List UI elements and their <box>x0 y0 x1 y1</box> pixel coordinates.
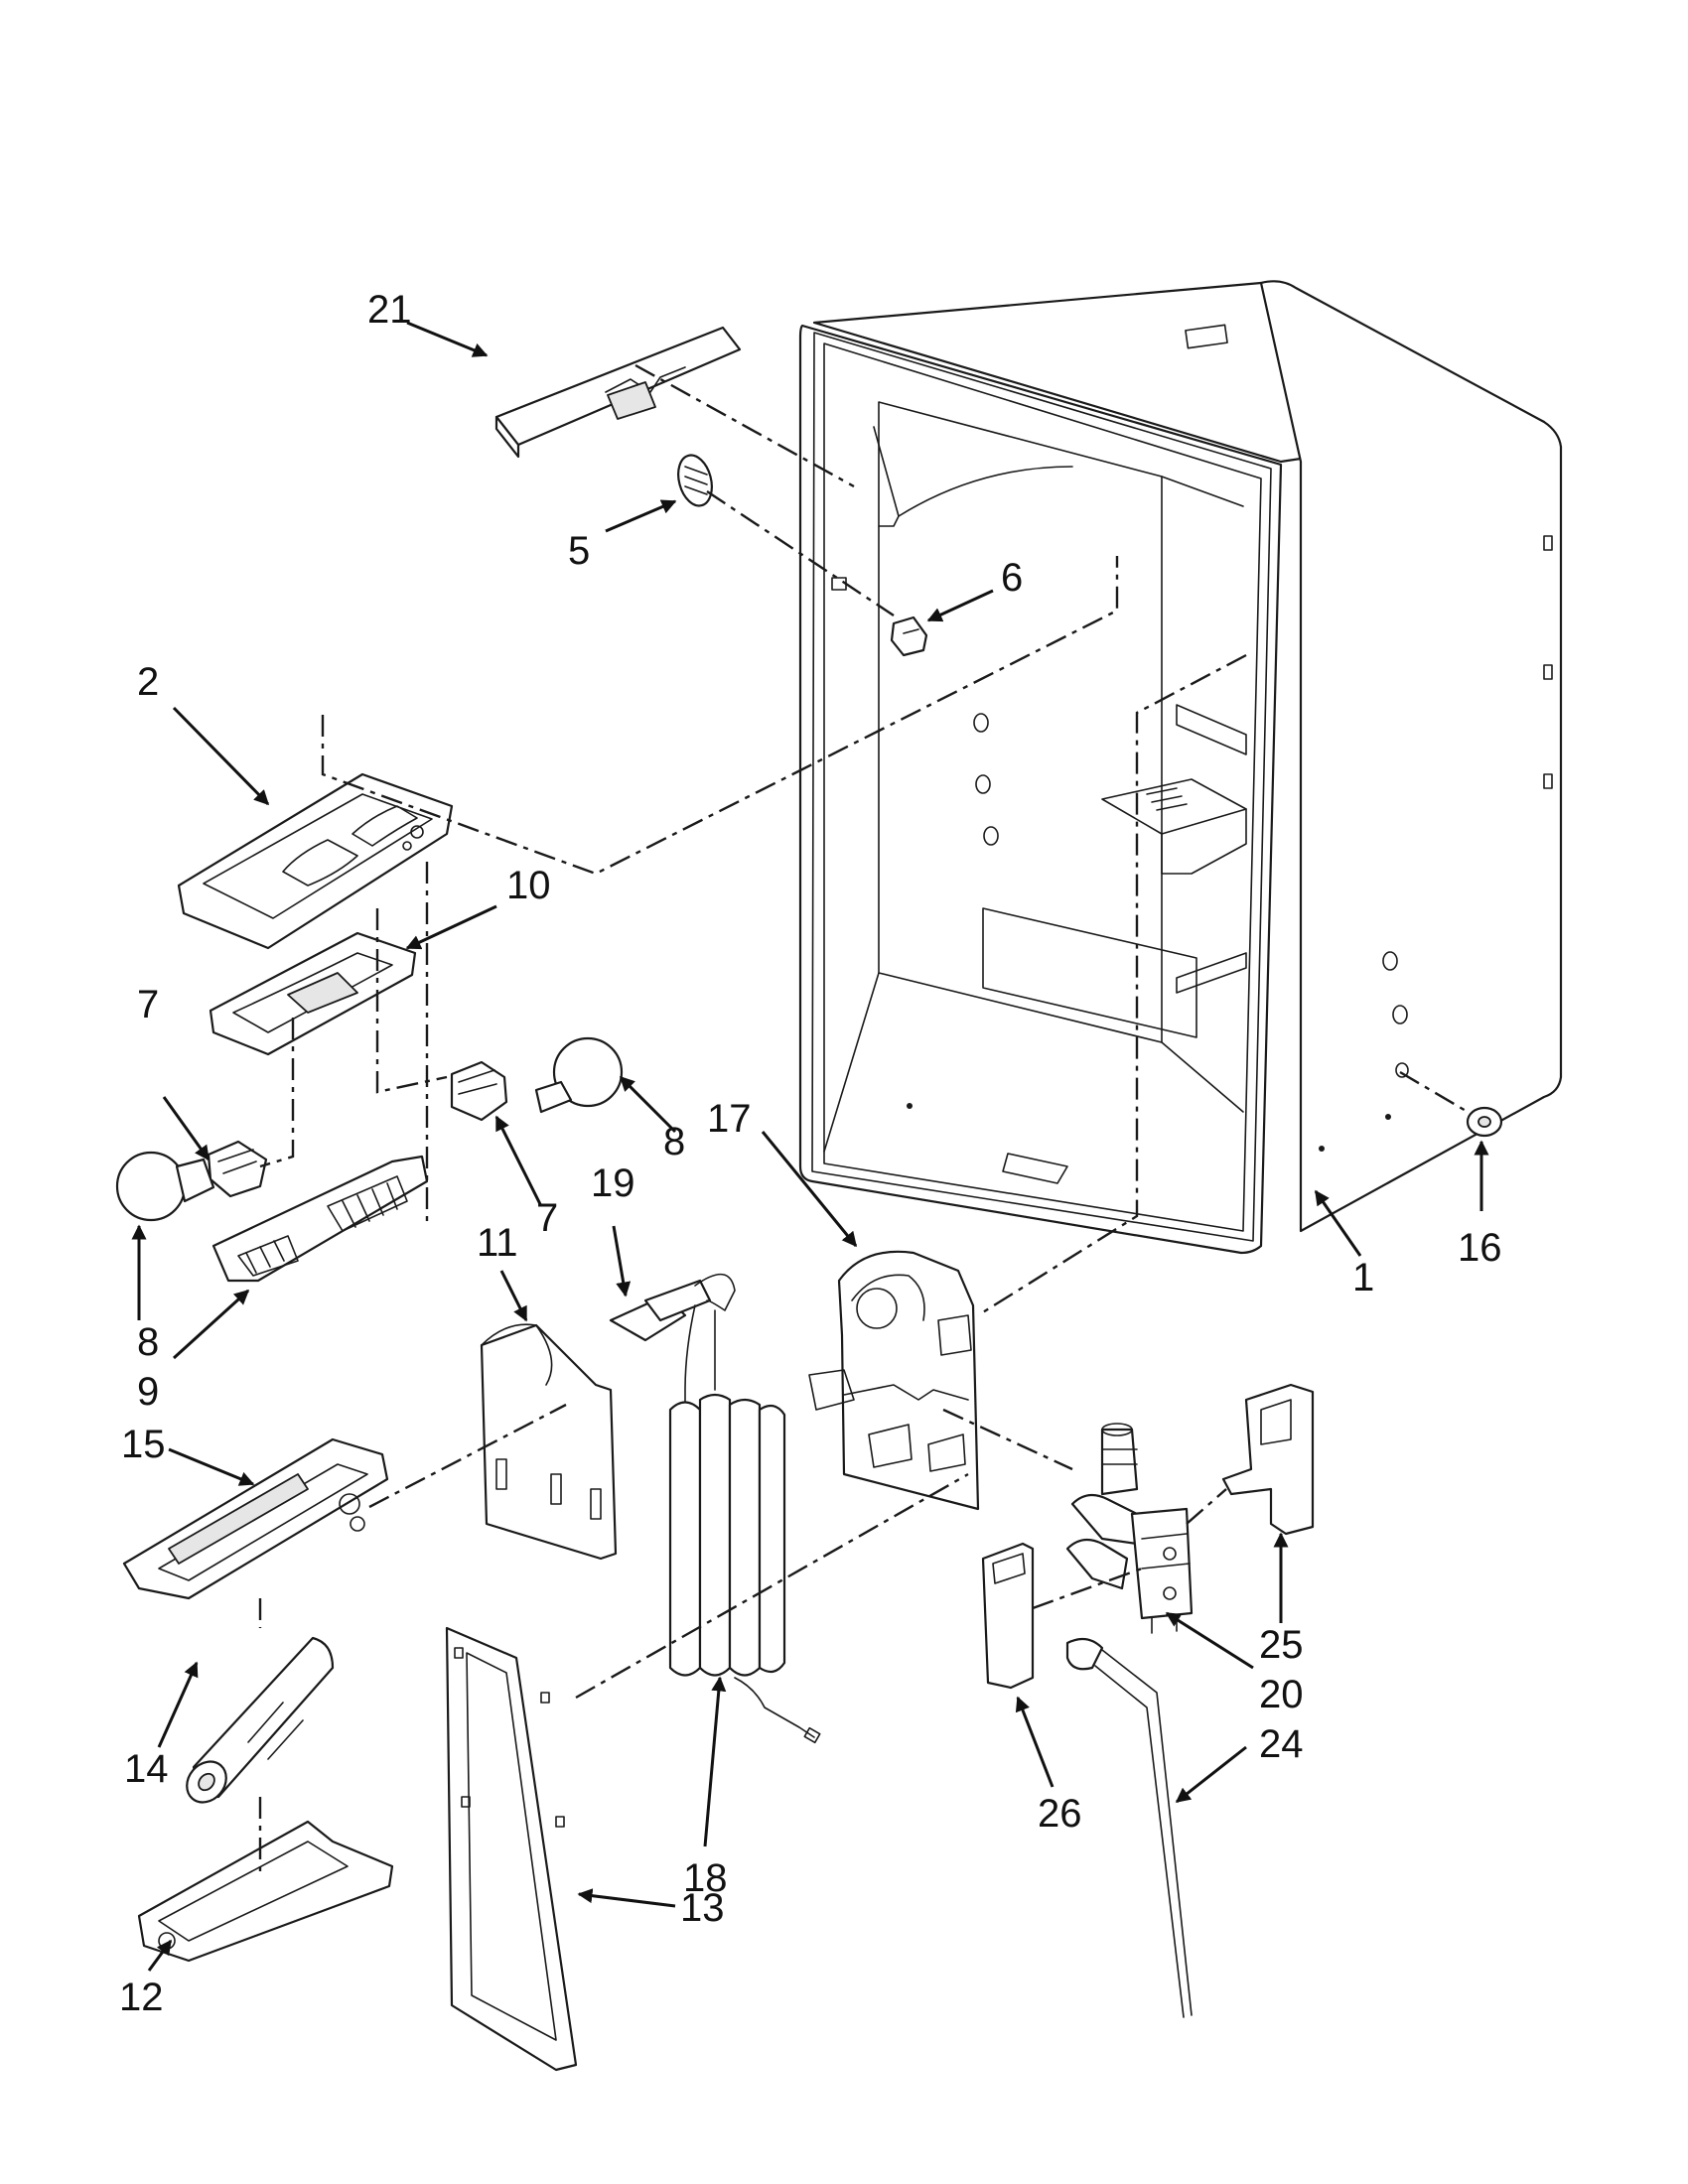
part-8-bulb-right <box>534 1036 624 1114</box>
callout-7-upper-left: 7 <box>137 983 159 1026</box>
assembly-lines <box>258 363 1469 1876</box>
part-7-socket-right <box>450 1060 508 1122</box>
callout-labels: 1 2 5 6 7 7 8 8 9 10 11 12 13 14 15 16 1… <box>119 288 1502 2019</box>
part-6-clip <box>890 615 928 657</box>
callout-8-right: 8 <box>663 1120 685 1163</box>
callout-19: 19 <box>591 1161 635 1205</box>
part-7-socket-left <box>207 1140 268 1198</box>
part-9-lens <box>211 1155 429 1283</box>
part-25-bracket <box>1221 1383 1315 1536</box>
part-24-water-tube <box>1065 1637 1193 2018</box>
part-14-filter-cartridge <box>186 1636 335 1804</box>
callout-2: 2 <box>137 660 159 704</box>
callout-20: 20 <box>1259 1673 1304 1716</box>
callout-16: 16 <box>1458 1226 1502 1270</box>
callout-5: 5 <box>568 529 590 573</box>
callout-8-left: 8 <box>137 1320 159 1364</box>
callout-18: 18 <box>683 1856 728 1900</box>
callout-21: 21 <box>367 288 412 332</box>
callout-1: 1 <box>1352 1256 1374 1299</box>
callout-12: 12 <box>119 1976 164 2019</box>
callout-13: 13 <box>680 1886 725 1930</box>
callout-17: 17 <box>707 1097 752 1141</box>
part-19-reservoir-fitting <box>609 1273 736 1342</box>
part-20-water-valve <box>1065 1423 1194 1634</box>
part-17-dispenser-mount <box>808 1250 980 1511</box>
part-5-knob <box>677 454 713 507</box>
part-21-cover <box>494 326 742 459</box>
callout-6: 6 <box>1001 556 1023 600</box>
callout-7-center: 7 <box>536 1196 558 1240</box>
callout-25: 25 <box>1259 1623 1304 1667</box>
callout-9: 9 <box>137 1370 159 1414</box>
part-11-bracket <box>480 1323 618 1561</box>
part-16-plug <box>1466 1106 1503 1138</box>
part-18-water-reservoir <box>668 1304 821 1744</box>
part-8-bulb-left <box>115 1151 215 1222</box>
part-26-bracket <box>981 1542 1035 1690</box>
part-10-light-shield <box>209 931 417 1056</box>
callout-14: 14 <box>124 1747 169 1791</box>
callout-26: 26 <box>1038 1792 1082 1836</box>
callout-15: 15 <box>121 1423 166 1466</box>
part-2-light-housing <box>177 772 454 950</box>
callout-10: 10 <box>506 864 551 907</box>
part-15-filter-housing <box>122 1437 389 1600</box>
callout-24: 24 <box>1259 1722 1304 1766</box>
part-12-filter-door <box>137 1820 394 1963</box>
part-13-panel <box>445 1626 578 2072</box>
callout-11: 11 <box>477 1221 518 1265</box>
part-1-cabinet-liner <box>798 280 1563 1255</box>
callout-leaders <box>131 321 1489 1972</box>
